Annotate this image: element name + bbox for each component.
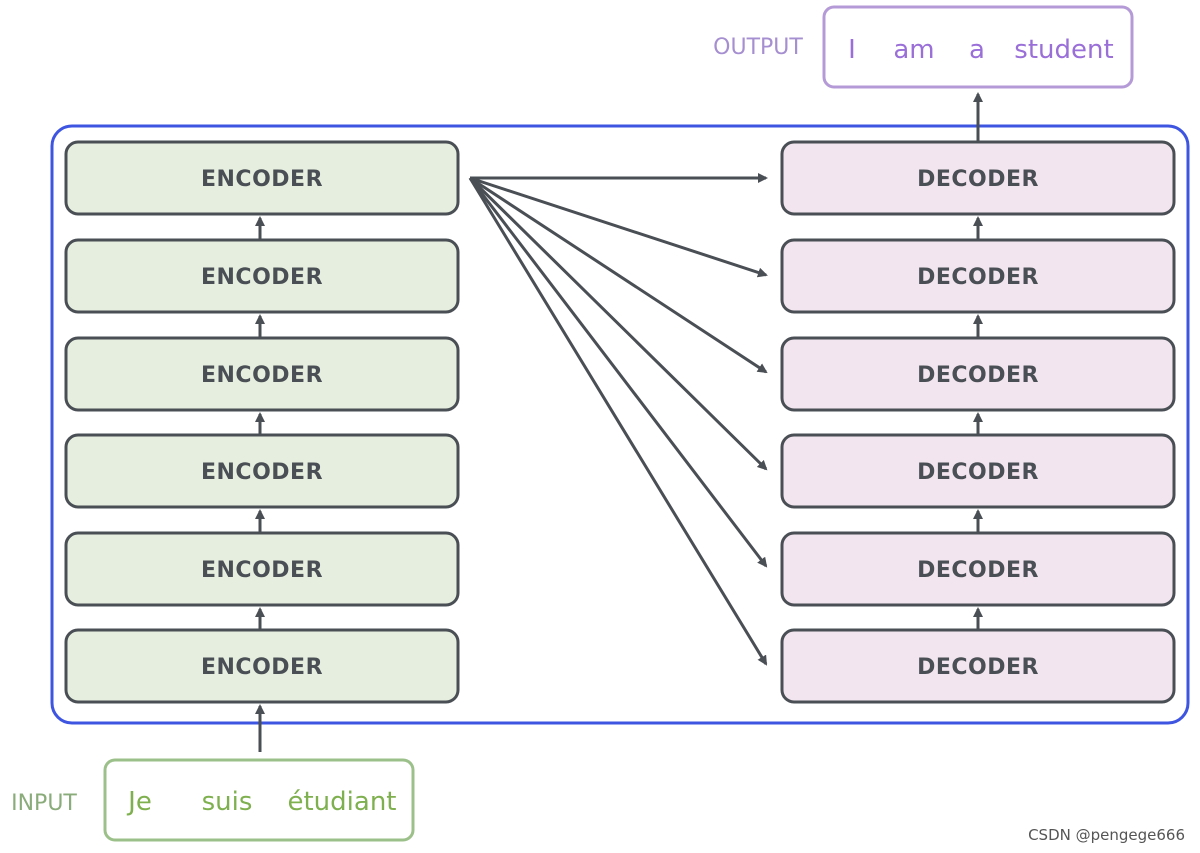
decoder-block: DECODER <box>780 238 1176 314</box>
encoder-block-box <box>64 238 460 314</box>
decoder-block: DECODER <box>780 140 1176 216</box>
input-box <box>103 758 415 842</box>
input-label: INPUT <box>11 791 77 816</box>
decoder-label: DECODER <box>917 460 1039 485</box>
cross-attention-arrow <box>468 177 768 666</box>
encoder-to-decoder-arrows <box>468 173 768 666</box>
decoder-block: DECODER <box>780 628 1176 704</box>
encoder-block: ENCODER <box>64 238 460 314</box>
watermark: CSDN @pengege666 <box>1028 826 1185 844</box>
output-token: am <box>893 35 934 65</box>
encoder-label: ENCODER <box>201 460 323 485</box>
decoder-stack: DECODER DECODER DECODER DECODER DECODER … <box>780 140 1176 704</box>
output-token: I <box>848 35 856 65</box>
encoder-block-box <box>64 336 460 412</box>
output-token: student <box>1014 35 1113 65</box>
encoder-block-box <box>64 628 460 704</box>
decoder-label: DECODER <box>917 363 1039 388</box>
output-label: OUTPUT <box>713 35 803 60</box>
cross-attention-arrow <box>469 176 768 278</box>
encoder-block: ENCODER <box>64 531 460 607</box>
encoder-label: ENCODER <box>201 265 323 290</box>
encoder-block: ENCODER <box>64 433 460 509</box>
decoder-block: DECODER <box>780 433 1176 509</box>
output-box <box>822 5 1134 89</box>
encoder-label: ENCODER <box>201 167 323 192</box>
encoder-decoder-container <box>50 124 1190 725</box>
cross-attention-arrow <box>468 176 768 471</box>
decoder-block: DECODER <box>780 531 1176 607</box>
encoder-stack: ENCODER ENCODER ENCODER ENCODER ENCODER … <box>64 140 460 704</box>
input-token: Je <box>126 787 152 817</box>
input-group: INPUT Je suis étudiant <box>11 758 415 842</box>
decoder-block: DECODER <box>780 336 1176 412</box>
decoder-label: DECODER <box>917 167 1039 192</box>
encoder-label: ENCODER <box>201 558 323 583</box>
cross-attention-arrow <box>469 176 768 374</box>
decoder-label: DECODER <box>917 655 1039 680</box>
output-token: a <box>969 35 985 65</box>
encoder-label: ENCODER <box>201 363 323 388</box>
input-token: suis <box>202 787 253 817</box>
output-group: OUTPUT I am a student <box>713 5 1134 89</box>
decoder-label: DECODER <box>917 265 1039 290</box>
encoder-label: ENCODER <box>201 655 323 680</box>
encoder-block-box <box>64 531 460 607</box>
cross-attention-arrow <box>468 177 768 568</box>
decoder-label: DECODER <box>917 558 1039 583</box>
encoder-block: ENCODER <box>64 628 460 704</box>
encoder-block-box <box>64 140 460 216</box>
encoder-block-box <box>64 433 460 509</box>
input-token: étudiant <box>287 787 396 817</box>
encoder-block: ENCODER <box>64 140 460 216</box>
encoder-block: ENCODER <box>64 336 460 412</box>
